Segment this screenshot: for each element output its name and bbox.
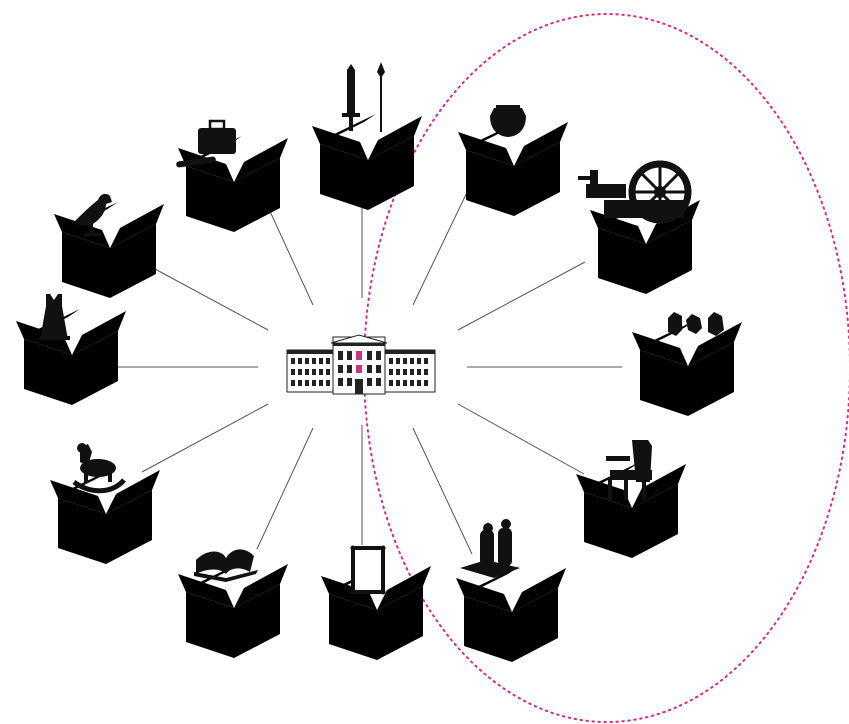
connector-line <box>141 261 269 331</box>
rocking-horse-icon <box>72 443 126 494</box>
connector-line <box>412 427 473 555</box>
item-box-gemstones <box>632 312 742 416</box>
item-box-briefcase <box>176 119 288 232</box>
connector-line <box>256 427 314 550</box>
picture-frame-icon <box>350 545 386 595</box>
museum-building-icon <box>286 334 436 395</box>
briefcase-icon <box>176 119 236 168</box>
item-box-steam-engine <box>578 160 700 294</box>
item-box-weapons <box>312 62 422 210</box>
connector-line <box>457 403 585 475</box>
connector-line <box>457 261 586 331</box>
item-box-rocking-horse <box>50 443 160 564</box>
bird-icon <box>72 193 112 236</box>
item-box-picture-frame <box>321 545 431 660</box>
item-box-vase <box>458 105 568 216</box>
item-box-bird <box>54 193 164 298</box>
item-box-chair <box>576 440 686 558</box>
item-box-book <box>178 549 288 658</box>
vase-icon <box>490 105 526 137</box>
connector-line <box>141 403 269 473</box>
dress-icon <box>40 294 70 340</box>
gemstones-icon <box>668 312 724 336</box>
book-icon <box>194 549 258 582</box>
chair-icon <box>606 440 652 500</box>
steam-engine-icon <box>578 160 692 224</box>
sculpture-icon <box>460 519 520 578</box>
connector-lines <box>104 180 622 555</box>
item-box-dress <box>16 294 126 405</box>
connector-line <box>412 185 471 306</box>
sword-spear-icon <box>342 62 385 132</box>
item-box-sculpture <box>456 519 566 662</box>
collection-highlight-ellipse <box>363 13 849 723</box>
